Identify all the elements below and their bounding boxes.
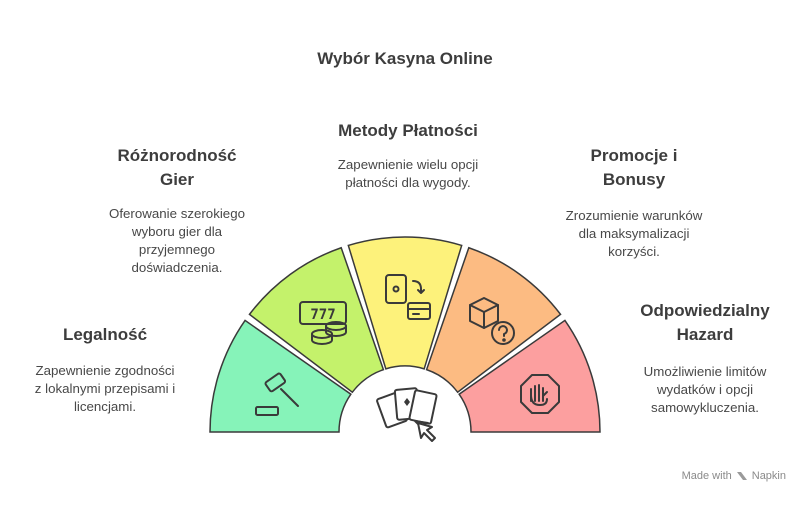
made-with-label: Made with (681, 470, 732, 482)
segment-heading-legalnosc: Legalność (62, 325, 148, 344)
segment-desc-legalnosc: Zapewnienie zgodności z lokalnymi przepi… (34, 363, 176, 414)
fan-segment-1 (209, 319, 352, 433)
slot-machine-coins-icon: 777 (299, 301, 347, 345)
fan-segment-4 (425, 246, 562, 394)
segment-heading-roznorodnosc-gier: Różnorodność Gier (117, 146, 237, 189)
playing-cards-cursor-icon (376, 387, 438, 442)
segment-desc-metody-platnosci: Zapewnienie wielu opcji płatności dla wy… (337, 157, 479, 190)
gavel-icon (255, 372, 299, 416)
fan-segment-2 (248, 246, 385, 394)
wallet-card-icon (385, 274, 431, 320)
stop-hand-icon (520, 374, 560, 414)
segment-desc-promocje-bonusy: Zrozumienie warunków dla maksymalizacji … (565, 208, 703, 259)
diagram-title: Wybór Kasyna Online (317, 49, 493, 68)
segment-desc-odpowiedzialny-hazard: Umożliwienie limitów wydatków i opcji sa… (643, 364, 767, 415)
made-with-napkin-badge: Made with Napkin (682, 470, 786, 482)
svg-text:777: 777 (310, 307, 335, 323)
napkin-logo-icon (736, 472, 747, 480)
segment-heading-odpowiedzialny-hazard: Odpowiedzialny Hazard (640, 301, 770, 344)
segment-heading-promocje-bonusy: Promocje i Bonusy (590, 146, 678, 189)
box-question-icon (469, 297, 515, 345)
segment-desc-roznorodnosc-gier: Oferowanie szerokiego wyboru gier dla pr… (109, 206, 245, 275)
napkin-brand-label: Napkin (751, 470, 786, 482)
segment-heading-metody-platnosci: Metody Płatności (338, 121, 478, 140)
